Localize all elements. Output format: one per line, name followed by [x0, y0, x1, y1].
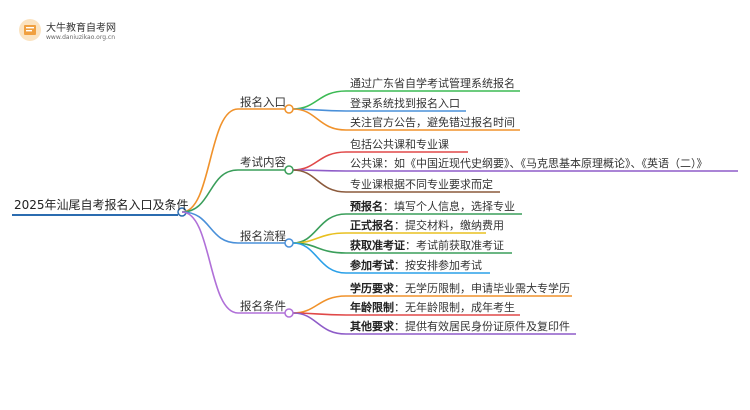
leaf-condition-education: 学历要求：无学历限制，申请毕业需大专学历 — [350, 282, 570, 295]
leaf-content-major-courses: 专业课根据不同专业要求而定 — [350, 178, 493, 191]
leaf-process-formal-registration: 正式报名：提交材料，缴纳费用 — [350, 219, 504, 232]
brand-logo: 大牛教育自考网 www.daniuzikao.org.cn — [18, 16, 128, 46]
branch-connector-2 — [181, 211, 285, 244]
brand-name: 大牛教育自考网 — [46, 23, 116, 34]
branch-label-registration-process: 报名流程 — [240, 229, 286, 243]
leaf-connector-0-2 — [292, 108, 520, 131]
leaf-process-admission-ticket: 获取准考证：考试前获取准考证 — [350, 239, 504, 252]
branch-label-registration-conditions: 报名条件 — [240, 299, 286, 313]
leaf-content-courses: 包括公共课和专业课 — [350, 138, 449, 151]
leaf-entry-system: 通过广东省自学考试管理系统报名 — [350, 77, 515, 90]
leaf-process-take-exam: 参加考试：按安排参加考试 — [350, 259, 482, 272]
root-label: 2025年汕尾自考报名入口及条件 — [14, 198, 189, 212]
leaf-connector-2-3 — [292, 242, 490, 274]
leaf-connector-1-2 — [292, 169, 500, 193]
branch-connector-1 — [181, 169, 285, 213]
branch-label-exam-content: 考试内容 — [240, 155, 286, 169]
leaf-content-public-courses: 公共课：如《中国近现代史纲要》、《马克思基本原理概论》、《英语（二）》 — [350, 157, 708, 170]
book-logo-icon — [19, 19, 41, 41]
branch-node-dot-1 — [284, 165, 294, 175]
leaf-connector-3-2 — [292, 312, 576, 335]
branch-node-dot-2 — [284, 238, 294, 248]
leaf-condition-other: 其他要求：提供有效居民身份证原件及复印件 — [350, 320, 570, 333]
leaf-entry-notice: 关注官方公告，避免错过报名时间 — [350, 116, 515, 129]
branch-connector-3 — [181, 211, 285, 314]
brand-url: www.daniuzikao.org.cn — [46, 34, 116, 41]
branch-node-dot-3 — [284, 308, 294, 318]
branch-label-registration-entry: 报名入口 — [240, 95, 286, 109]
leaf-process-pre-registration: 预报名：填写个人信息，选择专业 — [350, 200, 515, 213]
leaf-entry-login: 登录系统找到报名入口 — [350, 97, 460, 110]
branch-node-dot-0 — [284, 104, 294, 114]
leaf-condition-age: 年龄限制：无年龄限制，成年考生 — [350, 301, 515, 314]
branch-connector-0 — [181, 108, 285, 213]
